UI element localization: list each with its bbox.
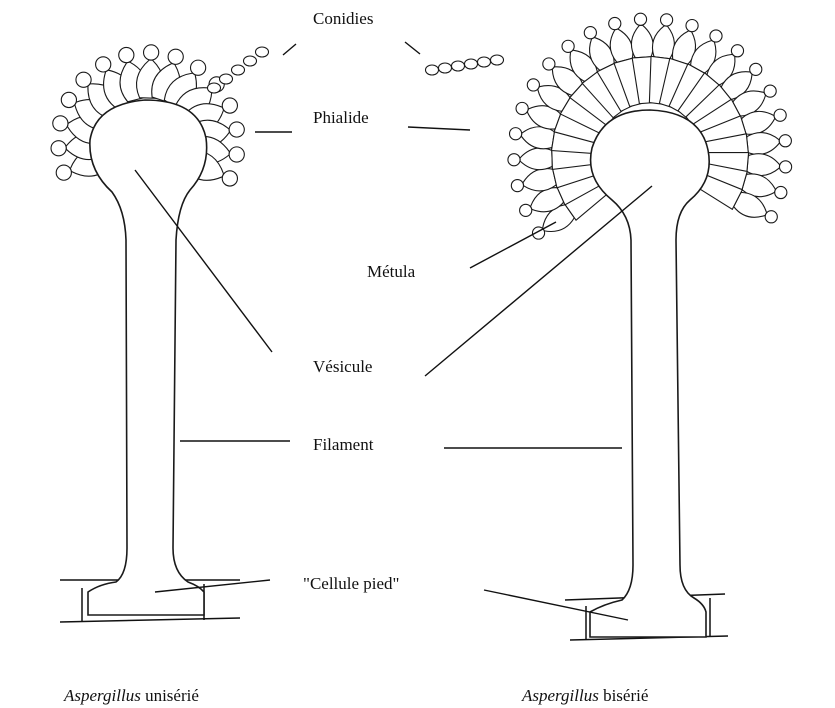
right-phialide-20 [747,133,792,155]
label-vesicule: Vésicule [313,358,372,375]
right-phialide-21 [747,154,792,176]
right-phialide-12 [631,13,653,58]
right-metula-leader [470,222,556,268]
uniseriate-aspergillus [51,44,296,622]
biseriate-aspergillus [405,13,792,640]
right-conidia-chains [426,55,504,75]
label-conidies: Conidies [313,10,373,27]
caption-uniseriate-type: unisérié [145,686,199,705]
right-phialide-5 [510,127,555,149]
label-cellule-pied: "Cellule pied" [303,575,400,592]
label-metula: Métula [367,263,415,280]
right-conidium-4 [465,59,478,69]
right-vesicule-leader [425,186,652,376]
right-conidium-3 [452,61,465,71]
caption-biseriate-type: bisérié [603,686,648,705]
right-conidium-2 [439,63,452,73]
right-conidium-6 [491,55,504,65]
right-conidies-leader [405,42,420,54]
right-conidiophore [590,110,709,637]
right-phialide-leader [408,127,470,130]
right-phialide-13 [652,14,674,59]
left-conidiophore [88,100,207,615]
label-phialide: Phialide [313,109,369,126]
left-conidium-2 [220,74,233,84]
right-phialide-23 [734,192,778,222]
left-conidium-4 [244,56,257,66]
left-conidium-1 [208,83,221,93]
right-conidium-1 [426,65,439,75]
left-conidies-leader [283,44,296,55]
caption-biseriate-genus: Aspergillus [522,686,599,705]
right-phialide-11 [609,17,633,62]
right-phialide-4 [508,148,552,170]
left-conidium-3 [232,65,245,75]
caption-uniseriate-genus: Aspergillus [64,686,141,705]
right-phialide-3 [511,169,556,192]
left-conidium-5 [256,47,269,57]
right-conidium-5 [478,57,491,67]
caption-biseriate: Aspergillus bisérié [522,687,648,704]
caption-uniseriate: Aspergillus unisérié [64,687,199,704]
label-filament: Filament [313,436,373,453]
